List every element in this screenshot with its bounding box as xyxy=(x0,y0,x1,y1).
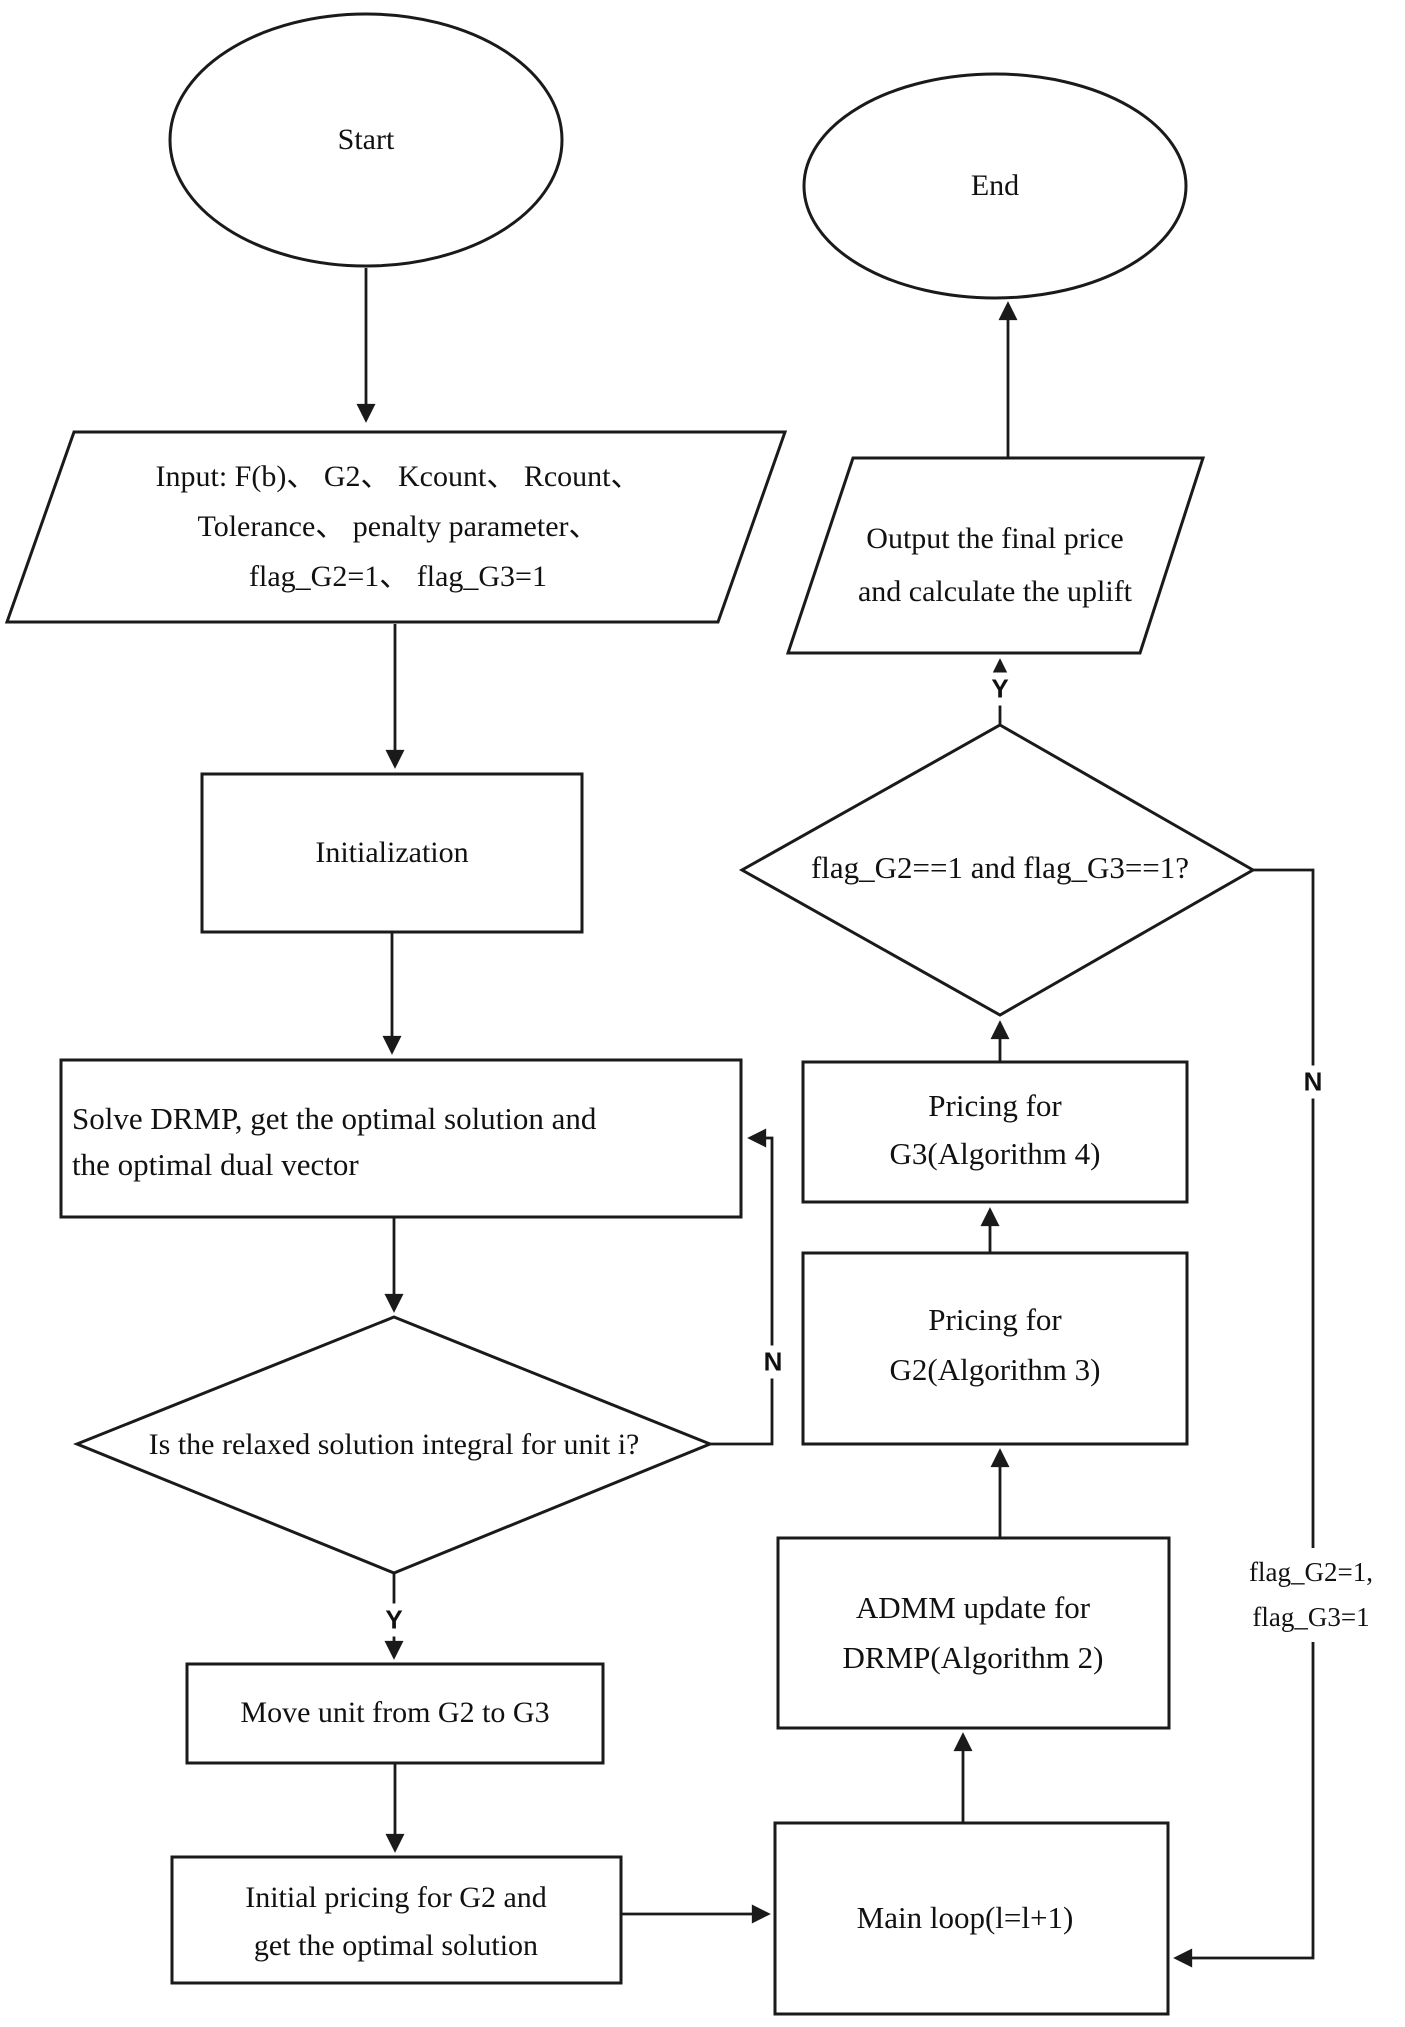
flag-decision-shape xyxy=(738,723,1257,1017)
output-label: Output the final price and calculate the… xyxy=(858,512,1132,618)
input-label: Input: F(b)、 G2、 Kcount、 Rcount、 Toleran… xyxy=(156,452,641,602)
end-label: End xyxy=(970,169,1020,202)
pricing-g2-label-line2: G2(Algorithm 3) xyxy=(889,1352,1101,1387)
pricing-g3-label-line1: Pricing for xyxy=(928,1088,1062,1123)
no-branch-condition-label: flag_G2=1, flag_G3=1 xyxy=(1243,1548,1379,1642)
input-label-line1: Input: F(b)、 G2、 Kcount、 Rcount、 xyxy=(155,460,641,493)
input-label-line2: Tolerance、 penalty parameter、 xyxy=(197,510,599,543)
no-branch-condition-line2: flag_G3=1 xyxy=(1252,1602,1370,1632)
input-node-shape xyxy=(4,430,788,624)
solve-drmp-node-shape xyxy=(59,1058,743,1219)
pricing-g3-label: Pricing for G3(Algorithm 4) xyxy=(890,1082,1101,1178)
flag-decision-label: flag_G2==1 and flag_G3==1? xyxy=(810,850,1190,885)
output-label-line2: and calculate the uplift xyxy=(857,575,1133,608)
end-node-shape xyxy=(802,72,1188,300)
initial-pricing-node-shape xyxy=(170,1855,623,1985)
move-unit-label: Move unit from G2 to G3 xyxy=(240,1696,550,1729)
output-node-shape xyxy=(785,456,1206,655)
integral-no-label: N xyxy=(759,1345,787,1379)
pricing-g2-node-shape xyxy=(801,1251,1189,1446)
admm-update-label-line1: ADMM update for xyxy=(855,1590,1091,1625)
input-label-line3: flag_G2=1、 flag_G3=1 xyxy=(249,560,547,593)
initialization-node-shape xyxy=(200,772,584,934)
edge-flag-no-feedback xyxy=(1173,868,1315,1968)
main-loop-node-shape xyxy=(773,1821,1170,2016)
initial-pricing-label-line1: Initial pricing for G2 and xyxy=(245,1881,547,1914)
pricing-g2-label: Pricing for G2(Algorithm 3) xyxy=(890,1295,1101,1395)
move-unit-node-shape xyxy=(185,1662,605,1765)
flag-no-label: N xyxy=(1299,1065,1327,1099)
initial-pricing-label-line2: get the optimal solution xyxy=(253,1929,539,1962)
solve-drmp-label-line1: Solve DRMP, get the optimal solution and xyxy=(72,1101,597,1136)
main-loop-label: Main loop(l=l+1) xyxy=(856,1900,1074,1935)
admm-update-label: ADMM update for DRMP(Algorithm 2) xyxy=(843,1583,1104,1683)
output-label-line1: Output the final price xyxy=(866,522,1124,555)
edge-integral-no-feedback xyxy=(710,1128,774,1446)
pricing-g3-label-line2: G3(Algorithm 4) xyxy=(889,1136,1101,1171)
start-node-shape xyxy=(168,12,564,268)
admm-update-label-line2: DRMP(Algorithm 2) xyxy=(842,1640,1104,1675)
integral-yes-label: Y xyxy=(381,1603,407,1637)
admm-update-node-shape xyxy=(776,1536,1171,1730)
flag-yes-label: Y xyxy=(987,672,1013,706)
integral-decision-shape xyxy=(72,1315,714,1575)
initial-pricing-label: Initial pricing for G2 and get the optim… xyxy=(245,1874,547,1970)
no-branch-condition-line1: flag_G2=1, xyxy=(1249,1557,1373,1587)
initialization-label: Initialization xyxy=(315,836,469,869)
pricing-g2-label-line1: Pricing for xyxy=(928,1302,1062,1337)
start-label: Start xyxy=(337,123,395,156)
solve-drmp-label-line2: the optimal dual vector xyxy=(72,1147,359,1182)
solve-drmp-label: Solve DRMP, get the optimal solution and… xyxy=(72,1096,596,1188)
pricing-g3-node-shape xyxy=(801,1060,1189,1204)
integral-decision-label: Is the relaxed solution integral for uni… xyxy=(148,1428,640,1461)
